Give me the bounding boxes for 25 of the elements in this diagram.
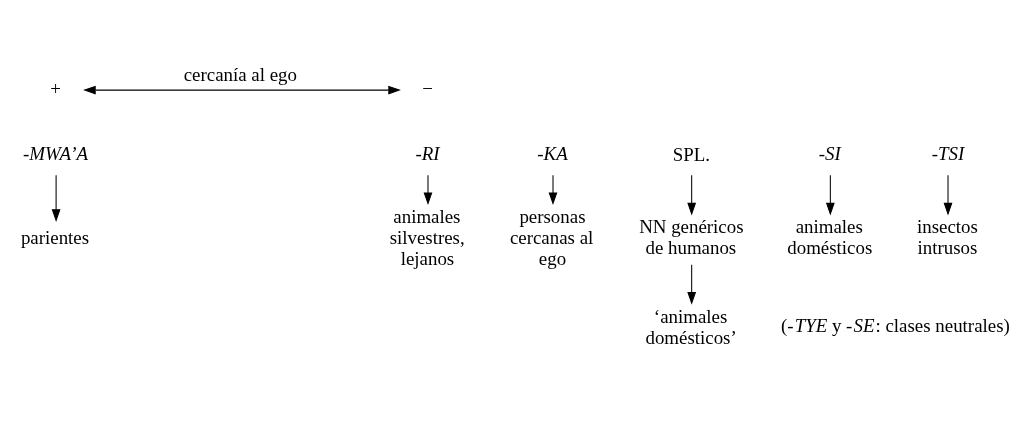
arrow (825, 174, 835, 216)
arrow (83, 85, 401, 95)
arrow (687, 174, 697, 216)
node-text: NN genéricos de humanos (639, 216, 744, 259)
arrow (51, 174, 61, 222)
node-text: -KA (537, 142, 568, 164)
arrow (943, 174, 953, 216)
node-text: -SI (818, 142, 841, 164)
node-text: SPL. (672, 143, 711, 165)
node-text: − (422, 77, 433, 99)
node-text: insectos intrusos (917, 216, 978, 259)
node-text: parientes (20, 226, 90, 248)
node-text: ‘animales domésticos’ (645, 305, 737, 348)
node-text: animales domésticos (787, 216, 873, 259)
node-text: -RI (415, 142, 440, 164)
node-text: -MWA’A (23, 142, 89, 164)
arrow (687, 264, 697, 305)
label: (-TYE y -SE: clases neutrales) (780, 315, 1010, 337)
node-text: animales silvestres, lejanos (389, 205, 465, 269)
arrow (548, 174, 558, 205)
edge-label: cercanía al ego (183, 64, 298, 86)
arrow (423, 174, 433, 205)
node-text: + (50, 77, 61, 99)
node-text: personas cercanas al ego (509, 205, 594, 269)
node-text: -TSI (931, 142, 965, 164)
